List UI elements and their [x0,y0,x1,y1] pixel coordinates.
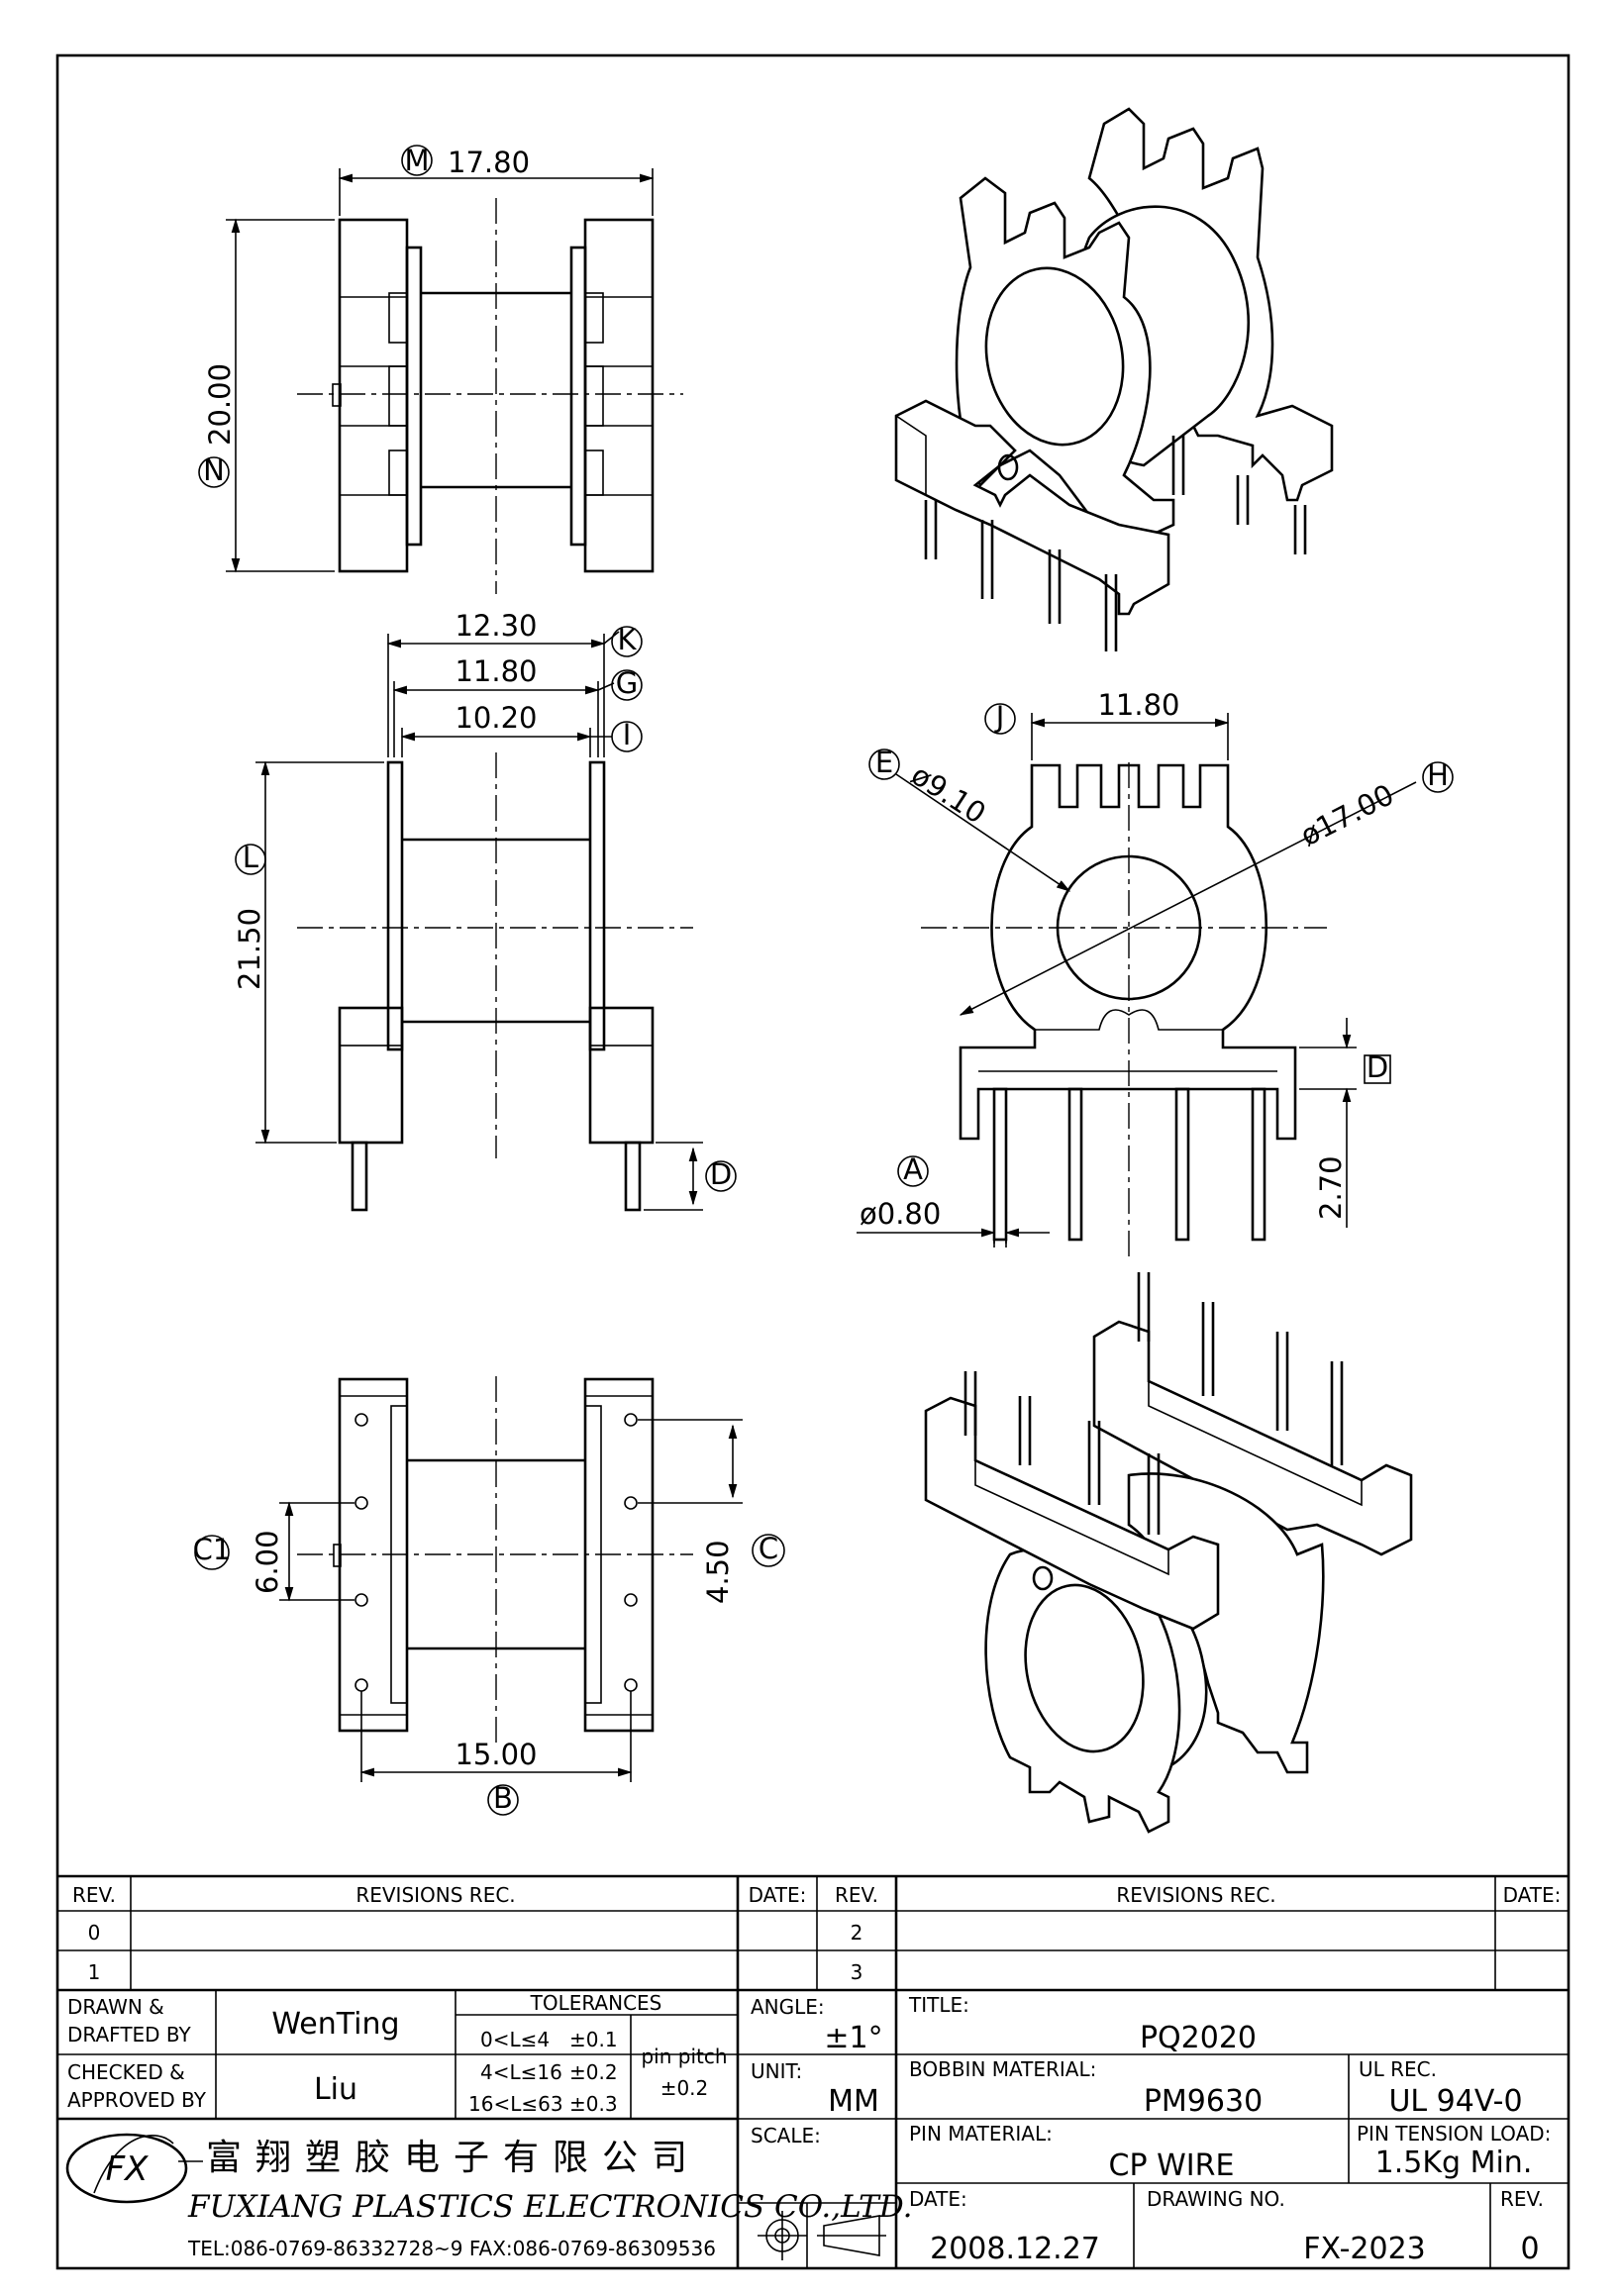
date-column-header: DATE: [749,1883,807,1907]
label-e: E [875,746,893,779]
title-value: PQ2020 [1140,2021,1257,2055]
tolerance-range-3: 16<L≤63 [468,2092,563,2116]
company-name-chinese: 富翔塑胶电子有限公司 [206,2138,701,2178]
label-d-front: D [1367,1050,1388,1084]
ul-rec-value: UL 94V-0 [1388,2084,1522,2119]
dim-diameter-9-10: ø9.10 [905,757,992,830]
drawing-no-label: DRAWING NO. [1147,2187,1285,2211]
rev-value: 0 [1520,2232,1539,2266]
top-view: M 17.80 N 20.00 [198,144,683,594]
pin-pitch-label: pin pitch [641,2045,727,2068]
scale-label: SCALE: [751,2124,821,2147]
side-view: 12.30 11.80 10.20 K G I L 21.50 D [233,609,737,1212]
tolerance-range-2: 4<L≤16 [480,2060,562,2084]
rev-column-header: REV. [72,1883,116,1907]
label-b: B [493,1781,513,1815]
company-logo: FX [65,2133,188,2204]
checked-label-2: APPROVED BY [67,2088,207,2112]
bottom-view: C1 6.00 4.50 C 15.00 B [193,1376,785,1816]
revision-row-0: 0 [88,1921,101,1945]
checked-label-1: CHECKED & [67,2060,185,2084]
checked-by-value: Liu [314,2072,357,2107]
unit-value: MM [828,2084,879,2119]
title-block: REV. REVISIONS REC. DATE: REV. REVISIONS… [57,1874,1569,2268]
angle-value: ±1° [824,2021,882,2055]
revision-row-3: 3 [851,1960,863,1984]
dim-width-12-30: 12.30 [455,609,537,643]
label-k: K [617,623,637,656]
dim-diameter-0-80: ø0.80 [860,1197,941,1231]
dim-height-2-70: 2.70 [1314,1155,1348,1220]
tolerances-header: TOLERANCES [530,1991,662,2015]
drawing-no-value: FX-2023 [1303,2232,1426,2266]
dim-width-17-80: 17.80 [448,146,530,179]
label-l: L [243,841,258,874]
tolerance-value-3: ±0.3 [569,2092,618,2116]
date-column-header-2: DATE: [1503,1883,1562,1907]
isometric-view-top [894,107,1334,651]
dim-width-10-20: 10.20 [455,701,537,735]
label-g: G [616,666,638,700]
tolerance-value-2: ±0.2 [569,2060,618,2084]
pin-material-label: PIN MATERIAL: [909,2122,1053,2146]
revision-row-1: 1 [88,1960,101,1984]
title-label: TITLE: [908,1993,969,2017]
label-a: A [903,1152,923,1186]
drawn-label-2: DRAFTED BY [67,2023,192,2046]
dim-diameter-17-00: ø17.00 [1295,777,1399,852]
tolerance-value-1: ±0.1 [569,2028,618,2051]
isometric-view-bottom [924,1272,1413,1834]
logo-text: FX [106,2149,150,2189]
dim-height-20-00: 20.00 [203,363,237,446]
company-contact: TEL:086-0769-86332728~9 FAX:086-0769-863… [187,2237,716,2260]
date-label: DATE: [909,2187,967,2211]
dim-pitch-4-50: 4.50 [701,1540,735,1604]
dim-height-21-50: 21.50 [233,908,266,990]
label-c: C [759,1532,778,1565]
bobbin-material-label: BOBBIN MATERIAL: [909,2057,1096,2081]
sheet-border [55,53,1570,2270]
pin-pitch-value: ±0.2 [660,2076,709,2100]
revisions-column-header: REVISIONS REC. [355,1883,515,1907]
rev-column-header-2: REV. [835,1883,878,1907]
label-j: J [994,700,1005,734]
pin-tension-label: PIN TENSION LOAD: [1357,2122,1551,2146]
label-h: H [1427,758,1449,792]
label-c1: C1 [193,1533,232,1566]
dim-width-15-00: 15.00 [455,1738,537,1771]
bobbin-material-value: PM9630 [1144,2084,1263,2119]
date-value: 2008.12.27 [930,2232,1100,2266]
drawn-by-value: WenTing [271,2007,399,2042]
revision-row-2: 2 [851,1921,863,1945]
label-n: N [203,453,225,487]
company-name-english: FUXIANG PLASTICS ELECTRONICS CO.,LTD. [187,2189,912,2225]
rev-label: REV. [1500,2187,1544,2211]
dim-width-11-80: 11.80 [455,654,537,688]
label-i: I [623,718,632,751]
pin-tension-value: 1.5Kg Min. [1375,2146,1533,2180]
angle-label: ANGLE: [751,1995,825,2019]
label-d-side: D [710,1157,732,1191]
revisions-column-header-2: REVISIONS REC. [1116,1883,1275,1907]
pin-material-value: CP WIRE [1109,2148,1235,2183]
label-m: M [404,144,429,177]
dim-pitch-6-00: 6.00 [251,1530,284,1594]
front-view: 11.80 J E ø9.10 ø17.00 H A ø0.80 D 2.70 [857,688,1454,1257]
ul-rec-label: UL REC. [1359,2057,1437,2081]
tolerance-range-1: 0<L≤4 [480,2028,550,2051]
unit-label: UNIT: [751,2059,802,2083]
dim-width-11-80-front: 11.80 [1097,688,1179,722]
projection-symbol-icon [758,2203,886,2268]
drawn-label-1: DRAWN & [67,1995,164,2019]
